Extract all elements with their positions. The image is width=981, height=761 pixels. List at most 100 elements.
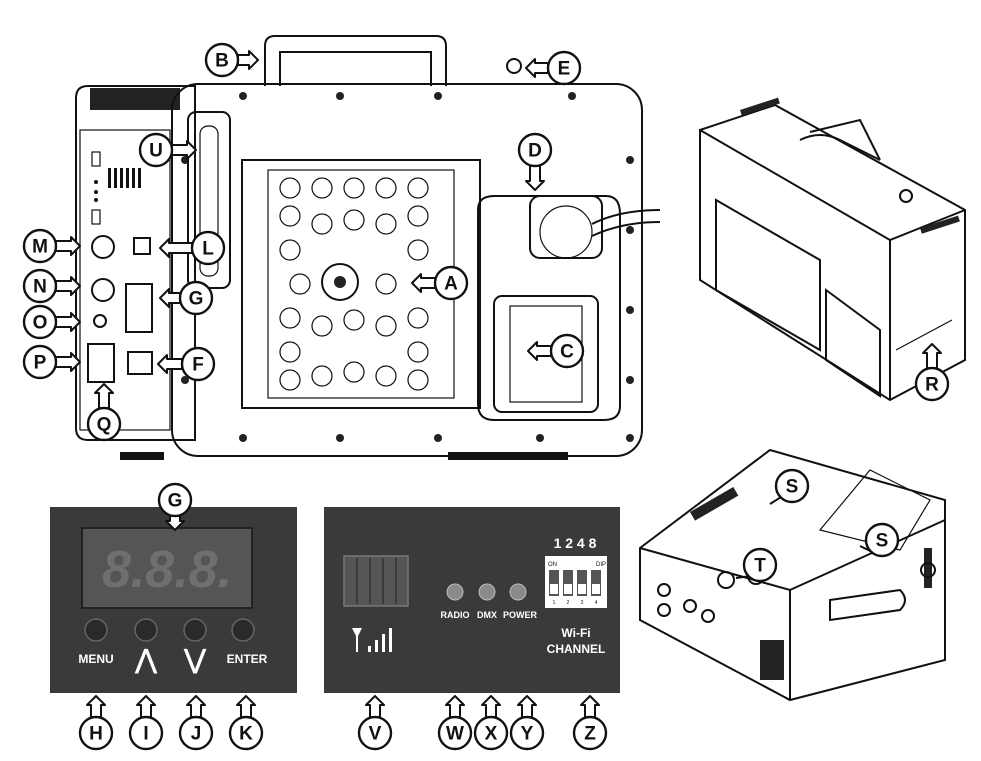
dip-on-label: ON (548, 562, 557, 568)
led-display (81, 527, 253, 609)
callout-circle (138, 132, 174, 168)
callout-letter: M (32, 237, 48, 258)
callout-letter: E (558, 59, 571, 80)
callout-u-2: U (138, 132, 197, 168)
wifi-label: Wi-Fi (561, 626, 590, 640)
main-body (171, 83, 643, 457)
callout-circle (22, 268, 58, 304)
fog-output-grille (241, 159, 481, 409)
callout-letter: Z (584, 724, 596, 745)
menu-button-label: MENU (78, 652, 113, 666)
callout-arrow-icon (86, 695, 106, 718)
rear-switch-l (133, 237, 151, 255)
remote-jack (93, 314, 107, 328)
callout-letter: A (444, 274, 458, 295)
callout-arrow-icon (445, 695, 465, 718)
fog-nozzle (321, 263, 359, 301)
callout-letter: P (34, 353, 47, 374)
menu-button[interactable] (84, 618, 108, 642)
callout-arrow-icon (55, 312, 81, 332)
callout-circle (509, 715, 545, 751)
enter-button[interactable] (231, 618, 255, 642)
callout-arrow-icon (94, 383, 114, 409)
callout-b-0: B (204, 42, 259, 78)
callout-leader (735, 575, 749, 579)
callout-letter: B (215, 51, 229, 72)
callout-t-17: T (735, 547, 778, 583)
dip-number-2: 2 (567, 600, 570, 606)
callout-d-3: D (517, 132, 553, 191)
callout-letter: U (149, 141, 163, 162)
callout-arrow-icon (411, 273, 436, 293)
up-button[interactable] (134, 618, 158, 642)
callout-arrow-icon (580, 695, 600, 718)
callout-w-24: W (437, 695, 473, 751)
callout-arrow-icon (922, 343, 942, 369)
callout-arrow-icon (236, 695, 256, 718)
callout-g-8: G (159, 280, 214, 316)
callout-arrow-icon (159, 238, 193, 258)
callout-p-11: P (22, 344, 81, 380)
callout-arrow-icon (157, 354, 183, 374)
rear-panel-connectors (87, 151, 153, 383)
callout-s-15: S (769, 468, 810, 505)
dip-label: DIP (596, 562, 606, 568)
callout-leader (769, 496, 782, 505)
callout-circle (157, 482, 193, 518)
channel-label: CHANNEL (547, 642, 606, 656)
callout-i-20: I (128, 695, 164, 751)
callout-circle (22, 344, 58, 380)
callout-circle (517, 132, 553, 168)
callout-k-22: K (228, 695, 264, 751)
callout-arrow-icon (136, 695, 156, 718)
body-screws (181, 92, 634, 442)
callout-circle (86, 406, 122, 442)
fluid-tank (477, 195, 621, 421)
callout-f-12: F (157, 346, 216, 382)
callout-arrow-icon (55, 352, 81, 372)
callout-a-6: A (411, 265, 469, 301)
callout-letter: J (191, 724, 202, 745)
callout-circle (204, 42, 240, 78)
callout-arrow-icon (517, 695, 537, 718)
callout-circle (437, 715, 473, 751)
callout-circle (180, 346, 216, 382)
callout-arrow-icon (55, 276, 81, 296)
callout-arrow-icon (525, 58, 549, 78)
dip-number-3: 3 (581, 600, 584, 606)
down-button[interactable] (183, 618, 207, 642)
callout-j-21: J (178, 695, 214, 751)
signal-strength-icon (352, 628, 392, 652)
callout-letter: F (192, 355, 204, 376)
callout-circle (78, 715, 114, 751)
dmx-led-label: DMX (477, 610, 497, 620)
callout-e-1: E (525, 50, 582, 86)
radio-led (446, 583, 464, 601)
callout-q-13: Q (86, 383, 122, 442)
callout-arrow-icon (171, 140, 197, 160)
callout-letter: G (168, 491, 183, 512)
power-led (509, 583, 527, 601)
callout-arrow-icon (525, 165, 545, 191)
callout-circle (742, 547, 778, 583)
callout-arrow-icon (159, 288, 181, 308)
led-display-digits: 8.8.8. (102, 541, 232, 599)
callout-arrow-icon (237, 50, 259, 70)
control-panel: 8.8.8. MENU ⋀ ⋁ ENTER (50, 507, 297, 693)
callout-circle (228, 715, 264, 751)
dip-switches[interactable] (549, 570, 601, 596)
dmx-in-connector (91, 235, 115, 259)
rear-display-g (125, 283, 153, 333)
main-side-view (75, 35, 661, 460)
callout-circle (864, 522, 900, 558)
callout-o-9: O (22, 304, 81, 340)
callout-letter: I (143, 724, 148, 745)
callout-y-26: Y (509, 695, 545, 751)
isometric-bottom-view (639, 448, 946, 702)
callout-x-25: X (473, 695, 509, 751)
callout-circle (128, 715, 164, 751)
callout-letter: C (560, 342, 574, 363)
callout-h-19: H (78, 695, 114, 751)
callout-l-5: L (159, 230, 226, 266)
